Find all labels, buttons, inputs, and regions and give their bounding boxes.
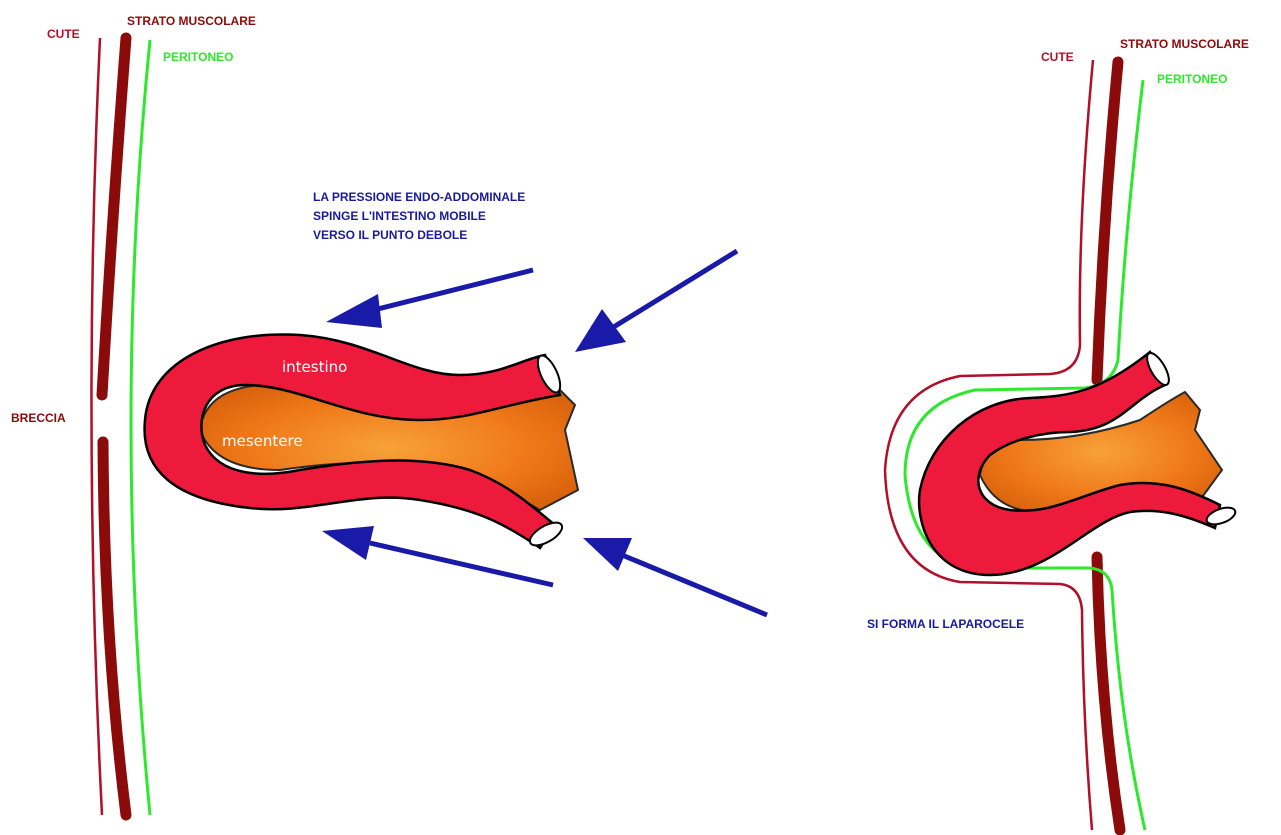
arrow-head-1 — [326, 294, 382, 328]
left-breccia-label: BRECCIA — [11, 411, 66, 425]
left-cute-label: CUTE — [47, 27, 80, 41]
right-intestine-loop — [919, 350, 1237, 575]
left-caption-line-1: LA PRESSIONE ENDO-ADDOMINALE — [313, 188, 525, 207]
right-caption: SI FORMA IL LAPAROCELE — [867, 615, 1024, 634]
left-caption-line-3: VERSO IL PUNTO DEBOLE — [313, 226, 525, 245]
arrow-shaft-4 — [622, 555, 767, 615]
right-peritoneo-label: PERITONEO — [1157, 72, 1227, 86]
left-intestine-loop — [145, 334, 578, 549]
arrow-head-3 — [322, 526, 374, 560]
right-muscle-upper — [1097, 62, 1118, 380]
arrow-shaft-2 — [612, 251, 737, 328]
mesentere-label: mesentere — [222, 432, 303, 450]
left-caption-line-2: SPINGE L'INTESTINO MOBILE — [313, 207, 525, 226]
arrow-head-2 — [575, 309, 626, 352]
right-strato-muscolare-label: STRATO MUSCOLARE — [1120, 37, 1249, 51]
left-caption: LA PRESSIONE ENDO-ADDOMINALE SPINGE L'IN… — [313, 188, 525, 245]
left-muscle-lower — [103, 442, 126, 815]
intestino-label: intestino — [282, 358, 347, 376]
arrow-shaft-3 — [370, 543, 553, 585]
arrow-head-4 — [583, 538, 632, 571]
left-cute-line — [91, 38, 102, 815]
right-cute-label: CUTE — [1041, 50, 1074, 64]
left-muscle-upper — [102, 38, 126, 395]
left-strato-muscolare-label: STRATO MUSCOLARE — [127, 14, 256, 28]
right-muscle-lower — [1097, 557, 1120, 830]
arrow-shaft-1 — [370, 270, 533, 311]
left-abdominal-wall — [91, 38, 150, 815]
left-peritoneo-label: PERITONEO — [163, 50, 233, 64]
